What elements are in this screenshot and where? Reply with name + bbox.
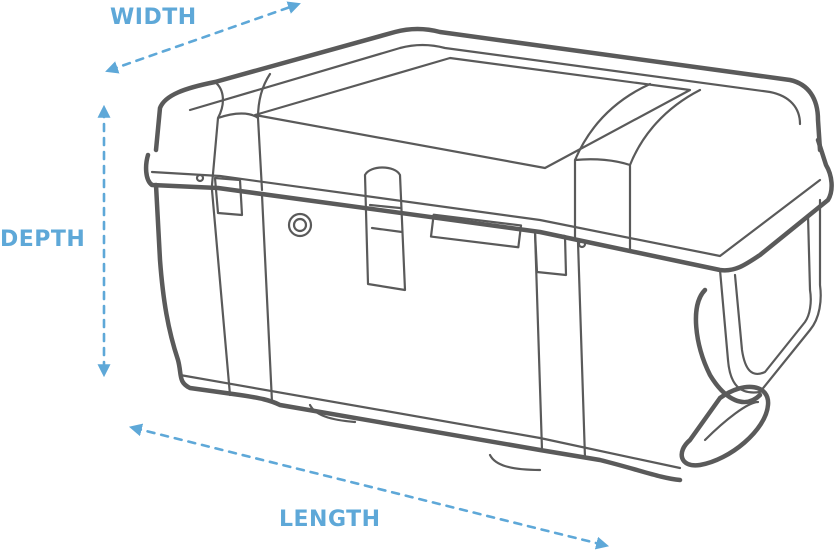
hinge-pin-left — [195, 173, 205, 183]
width-label: WIDTH — [110, 5, 197, 30]
case-rim-inner — [150, 170, 822, 258]
latch-right — [533, 230, 568, 277]
pressure-valve-icon — [287, 212, 313, 238]
body-strap-left — [210, 188, 274, 404]
case-wheel-inner — [703, 400, 760, 442]
case-base-rail — [178, 373, 682, 472]
lid-strap-left — [210, 72, 272, 192]
case-side-handle — [693, 287, 763, 405]
length-label: LENGTH — [279, 507, 381, 532]
case-nameplate — [429, 213, 523, 249]
case-side-panel — [718, 198, 822, 394]
case-wheel — [679, 384, 771, 468]
case-lid-outline — [153, 26, 823, 153]
latch-center — [363, 166, 407, 292]
rolling-hard-case-icon — [143, 26, 834, 483]
width-dimension-line — [105, 1, 301, 74]
case-latches — [213, 166, 568, 292]
depth-label: DEPTH — [0, 227, 85, 252]
case-lid-inner — [188, 43, 802, 126]
length-dimension-line — [128, 423, 610, 550]
body-strap-right — [533, 230, 587, 460]
hinge-pin-right — [577, 239, 587, 249]
case-body-front — [153, 182, 683, 483]
pressure-valve-inner — [292, 217, 308, 233]
lid-strap-right — [573, 82, 702, 252]
latch-left — [213, 176, 244, 217]
case-lid-plate — [253, 56, 692, 170]
case-rim-band — [143, 137, 834, 273]
